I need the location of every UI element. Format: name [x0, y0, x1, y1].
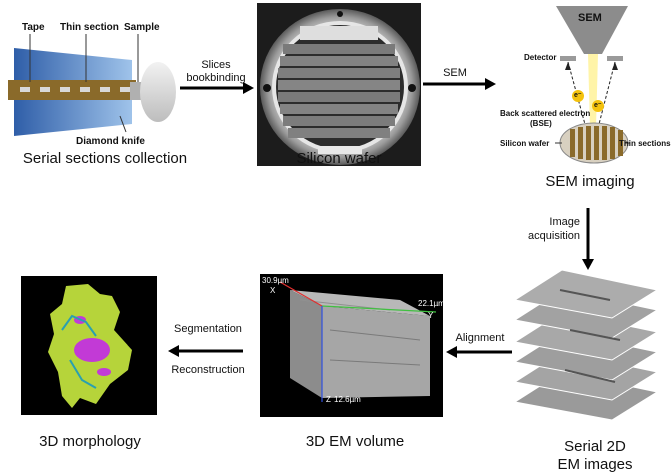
- sample-holder: [140, 62, 176, 122]
- electron-right: [592, 100, 604, 112]
- electron-left: [572, 90, 584, 102]
- sem-arrow-label: SEM: [443, 67, 467, 79]
- thin-section-label: Thin section: [60, 22, 119, 33]
- thin-section-chip: [40, 87, 50, 92]
- x-axis-label: X: [270, 286, 276, 295]
- thin-section-chip: [60, 87, 70, 92]
- silicon-wafer-caption: Silicon wafer: [296, 150, 382, 167]
- diamond-knife-label: Diamond knife: [76, 136, 145, 147]
- volume-left-face: [290, 290, 322, 398]
- sem-label: SEM: [578, 12, 602, 24]
- segmentation-label: Segmentation: [174, 323, 242, 335]
- bookbinding-label-line1: Slices: [201, 59, 231, 71]
- reconstruction-label: Reconstruction: [171, 364, 245, 376]
- serial-2d-caption-line2: EM images: [557, 456, 633, 473]
- bse-label-line2: (BSE): [530, 119, 552, 128]
- detector-label: Detector: [524, 53, 557, 62]
- tape-strip: [8, 80, 136, 100]
- sem-imaging-caption: SEM imaging: [545, 173, 635, 190]
- em-slice-stack: [513, 269, 659, 421]
- alignment-label: Alignment: [455, 332, 505, 344]
- serial-sections-caption: Serial sections collection: [22, 150, 188, 167]
- bookbinding-label-line2: bookbinding: [186, 72, 246, 84]
- x-axis-line: [279, 281, 323, 307]
- em-volume-caption: 3D EM volume: [305, 433, 405, 450]
- y-axis-label: Y: [428, 311, 434, 320]
- thin-section-chip: [20, 87, 30, 92]
- volume-front-face: [322, 306, 430, 398]
- acquisition-label-line1: Image: [549, 216, 580, 228]
- y-axis-line: [321, 305, 437, 313]
- electron-symbol-right: e⁻: [594, 102, 602, 109]
- thin-section-chip: [100, 87, 110, 92]
- serial-2d-caption-line1: Serial 2D: [564, 438, 626, 455]
- y-dim-value: 22.1µm: [418, 299, 445, 308]
- detector-right: [607, 56, 623, 61]
- thin-section-chip: [80, 87, 90, 92]
- z-dim-value: 12.6µm: [334, 395, 361, 404]
- thin-sections-label: Thin sections: [619, 139, 671, 148]
- sem-silicon-wafer-label: Silicon wafer: [500, 139, 550, 148]
- cell-nucleus: [74, 338, 110, 362]
- thin-section-chip: [120, 87, 130, 92]
- x-dim-value: 30.9µm: [262, 276, 289, 285]
- sample-block: [130, 82, 142, 100]
- z-axis-label: Z: [326, 395, 331, 404]
- acquisition-label-line2: acquisition: [528, 230, 580, 242]
- electron-symbol-left: e⁻: [574, 92, 582, 99]
- sample-label: Sample: [124, 22, 160, 33]
- bse-label-line1: Back scattered electron: [500, 109, 591, 118]
- sem-column: [556, 6, 628, 54]
- morphology-caption: 3D morphology: [39, 433, 141, 450]
- detector-left: [560, 56, 576, 61]
- tape-label: Tape: [22, 22, 45, 33]
